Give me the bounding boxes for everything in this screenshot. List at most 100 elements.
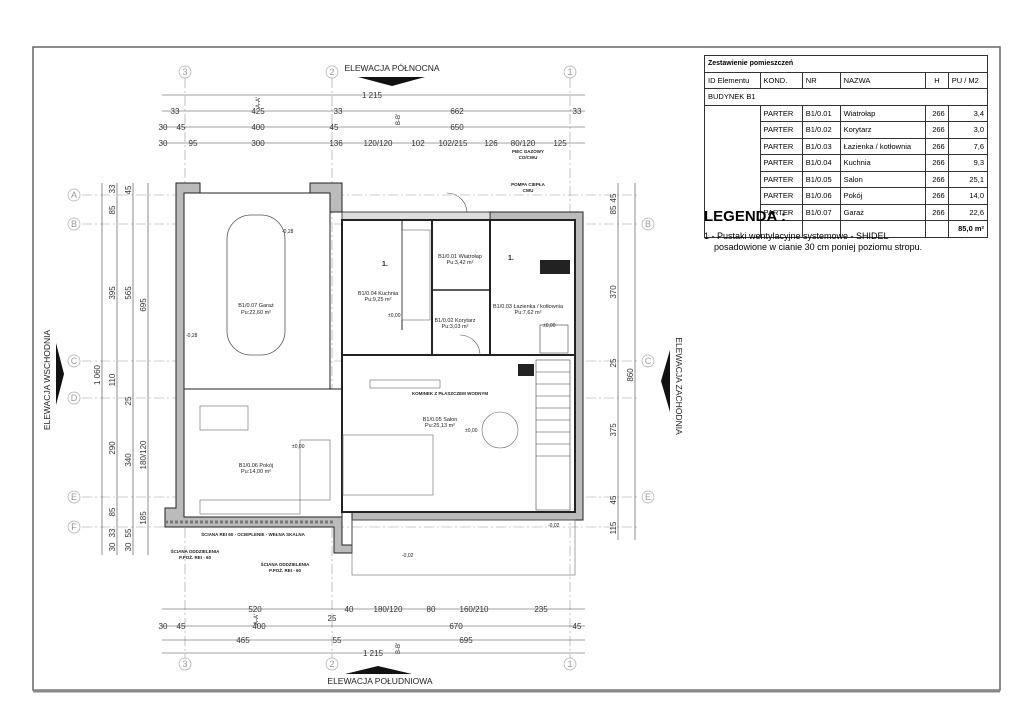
dimension-label: 45 xyxy=(609,495,618,504)
column-header: NR xyxy=(801,71,841,89)
firewall-label: P.POŻ. REI - 60 xyxy=(269,567,301,573)
boiler-label: CO/CWU xyxy=(519,155,538,160)
level-tag: -0,28 xyxy=(186,333,198,339)
axis-label: C xyxy=(645,356,652,366)
cell: Salon xyxy=(839,170,927,188)
legend: LEGENDA : 1 - Pustaki wentylacyjne syste… xyxy=(704,208,994,253)
level-tag: ±0,00 xyxy=(465,428,478,434)
cell: 266 xyxy=(925,137,949,155)
room-area: Pu:22,60 m² xyxy=(241,310,271,316)
cell: Wiatrołap xyxy=(839,104,927,122)
room-area: Pu:3,42 m² xyxy=(447,260,474,266)
elevation-arrow-icon xyxy=(345,666,412,674)
section-b-label: B-B' xyxy=(396,643,402,654)
dimension-label: 30 xyxy=(159,622,168,631)
table-header-row: ID Elementu KOND. NR NAZWA H PU / M2 xyxy=(704,71,989,89)
level-tag: ±0,00 xyxy=(543,323,556,329)
dimension-label: 45 xyxy=(177,123,186,132)
dimension-label: 425 xyxy=(251,107,265,116)
level-tag: -0,02 xyxy=(402,553,414,559)
dimension-label: 115 xyxy=(609,521,618,534)
level-tag: ±0,00 xyxy=(388,313,401,319)
heatpump-label: CWU xyxy=(523,188,534,193)
dimension-label: 1 060 xyxy=(93,364,102,385)
dimension-label: 695 xyxy=(459,636,473,645)
dimension-label: 33 xyxy=(108,528,117,537)
dimension-label: 30 xyxy=(159,123,168,132)
dimension-label: 136 xyxy=(329,139,343,148)
column-header: NAZWA xyxy=(839,71,927,89)
dimension-label: 400 xyxy=(251,123,265,132)
cell: B1/0.02 xyxy=(801,121,841,139)
dimension-label: 45 xyxy=(177,622,186,631)
dimension-label: 180/120 xyxy=(139,440,148,469)
vent-marker: 1. xyxy=(382,261,388,268)
building-group: BUDYNEK B1 xyxy=(704,88,988,106)
room-area: Pu:14,00 m² xyxy=(241,469,271,475)
cell: B1/0.06 xyxy=(801,187,841,205)
dimension-label: 30 xyxy=(108,542,117,551)
legend-item-detail: posadowione w cianie 30 cm poniej poziom… xyxy=(714,242,923,252)
axis-label: 2 xyxy=(329,659,334,669)
section-a-label: A-A' xyxy=(256,97,262,108)
elevation-arrow-icon xyxy=(358,77,425,86)
vent-marker: 1. xyxy=(508,255,514,262)
building-walls xyxy=(164,182,584,576)
dimension-label: 160/210 xyxy=(460,605,489,614)
cell: PARTER xyxy=(759,104,803,122)
cell: Pokój xyxy=(839,187,927,205)
cell: B1/0.03 xyxy=(801,137,841,155)
dimension-label: 662 xyxy=(450,107,464,116)
axis-label: F xyxy=(71,522,77,532)
dimension-label: 30 xyxy=(124,542,133,551)
cell: B1/0.04 xyxy=(801,154,841,172)
room-area: Pu:3,03 m² xyxy=(442,324,469,330)
cell: 266 xyxy=(925,154,949,172)
column-header: KOND. xyxy=(759,71,803,89)
axis-label: C xyxy=(71,356,78,366)
axis-label: B xyxy=(71,219,77,229)
cell: Łazienka / kotłownia xyxy=(839,137,927,155)
dimension-label: 375 xyxy=(609,423,618,437)
dimension-label: 110 xyxy=(108,373,117,386)
room-area: Pu:9,25 m² xyxy=(365,297,392,303)
dimension-label: 695 xyxy=(139,298,148,312)
dimension-label: 120/120 xyxy=(364,139,393,148)
section-a-label: A-A' xyxy=(254,614,260,625)
legend-title: LEGENDA : xyxy=(704,208,786,225)
cell: PARTER xyxy=(759,121,803,139)
cell: B1/0.05 xyxy=(801,170,841,188)
dimension-label: 85 xyxy=(108,205,117,214)
dimension-label: 670 xyxy=(449,622,463,631)
boiler-label: PIEC GAZOWY xyxy=(512,149,544,154)
axis-label: 2 xyxy=(329,67,334,77)
dimension-label: 126 xyxy=(484,139,498,148)
axis-label: D xyxy=(71,393,78,403)
axis-label: 1 xyxy=(567,659,572,669)
elevation-west-label: ELEWACJA ZACHODNIA xyxy=(674,337,684,435)
room-name: B1/0.03 Łazienka / kotłownia xyxy=(493,304,564,310)
dimension-label: 95 xyxy=(189,139,198,148)
elevation-arrow-icon xyxy=(56,343,64,405)
dimension-label: 33 xyxy=(171,107,180,116)
room-name: B1/0.02 Korytarz xyxy=(435,318,476,324)
dimension-label: 45 xyxy=(609,193,618,202)
car-outline xyxy=(226,214,286,356)
dimension-label: 465 xyxy=(236,636,250,645)
cell: 7,6 xyxy=(947,137,989,155)
dimension-label: 25 xyxy=(328,614,337,623)
elevation-south-label: ELEWACJA POŁUDNIOWA xyxy=(327,676,432,686)
dimension-label: 40 xyxy=(345,605,354,614)
axis-label: 3 xyxy=(182,659,187,669)
axis-label: B xyxy=(645,219,651,229)
dimension-label: 125 xyxy=(553,139,567,148)
dimension-label: 102/215 xyxy=(439,139,468,148)
dimension-label: 33 xyxy=(573,107,582,116)
dimension-label: 45 xyxy=(330,123,339,132)
cell: PARTER xyxy=(759,187,803,205)
dimension-label: 55 xyxy=(333,636,342,645)
table-total-row: 85,0 m² xyxy=(705,220,989,238)
